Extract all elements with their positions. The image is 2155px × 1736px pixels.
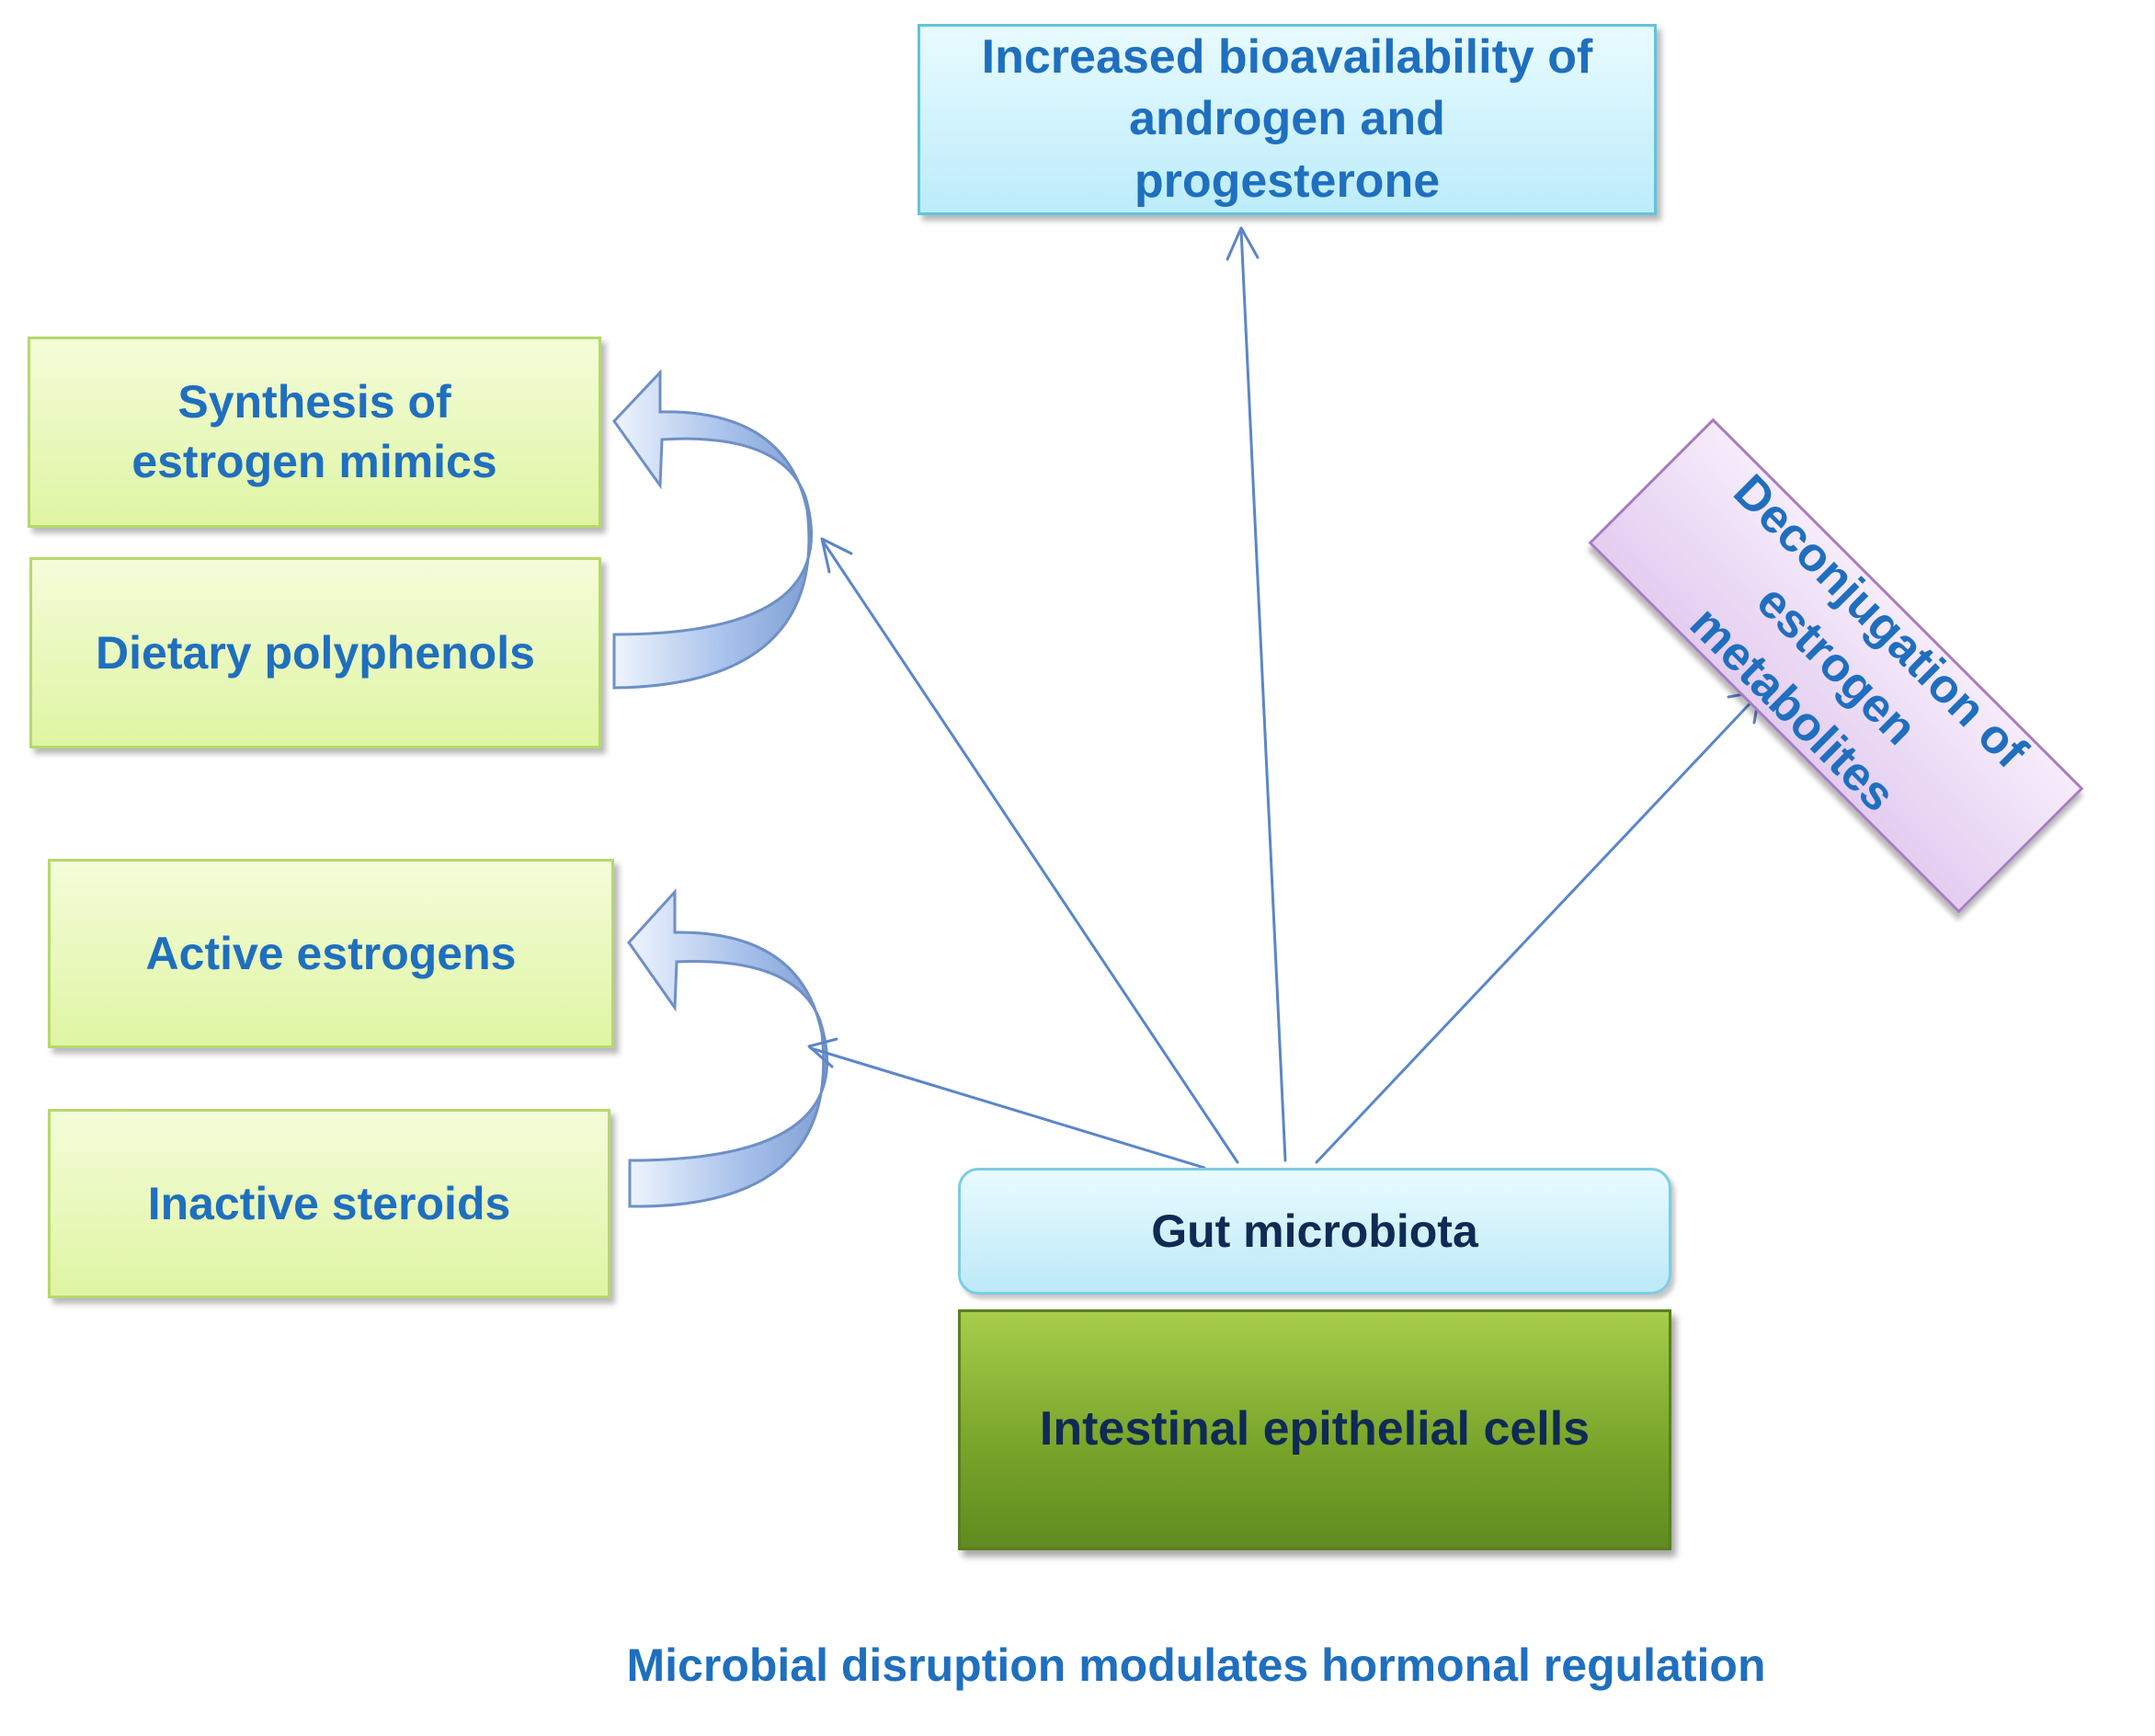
androgen-progesterone-box: Increased bioavailability of androgen an… [918, 24, 1657, 215]
gut-microbiota-box: Gut microbiota [958, 1168, 1671, 1295]
dietary-polyphenols-box: Dietary polyphenols [29, 557, 601, 748]
intestinal-epithelial-box: Intestinal epithelial cells [958, 1309, 1671, 1550]
curved-arrow-polyphenols-to-mimics [612, 369, 814, 690]
estrogen-mimics-box: Synthesis of estrogen mimics [28, 337, 601, 528]
arrow-to-androgen [1239, 228, 1287, 1162]
arrow-to-estrogen-mimics [822, 541, 1239, 1164]
intestinal-epithelial-label: Intestinal epithelial cells [1039, 1402, 1591, 1456]
active-estrogens-label: Active estrogens [145, 927, 517, 979]
active-estrogens-box: Active estrogens [48, 859, 614, 1048]
arrow-to-estrogen-mimics-head [820, 537, 853, 574]
inactive-steroids-label: Inactive steroids [147, 1177, 511, 1229]
gut-microbiota-label: Gut microbiota [1151, 1205, 1478, 1257]
estrogen-mimics-label: Synthesis of estrogen mimics [131, 376, 497, 487]
androgen-progesterone-label: Increased bioavailability of androgen an… [981, 29, 1593, 208]
dietary-polyphenols-label: Dietary polyphenols [96, 626, 535, 679]
curved-arrow-steroids-to-active [627, 888, 829, 1208]
figure-caption: Microbial disruption modulates hormonal … [626, 1639, 1766, 1691]
arrow-to-active-estrogens-head [807, 1037, 838, 1068]
inactive-steroids-box: Inactive steroids [48, 1109, 610, 1298]
arrow-to-active-estrogens [809, 1046, 1206, 1170]
arrow-to-androgen-head [1226, 226, 1260, 261]
arrow-to-deconjugation [1315, 693, 1760, 1164]
